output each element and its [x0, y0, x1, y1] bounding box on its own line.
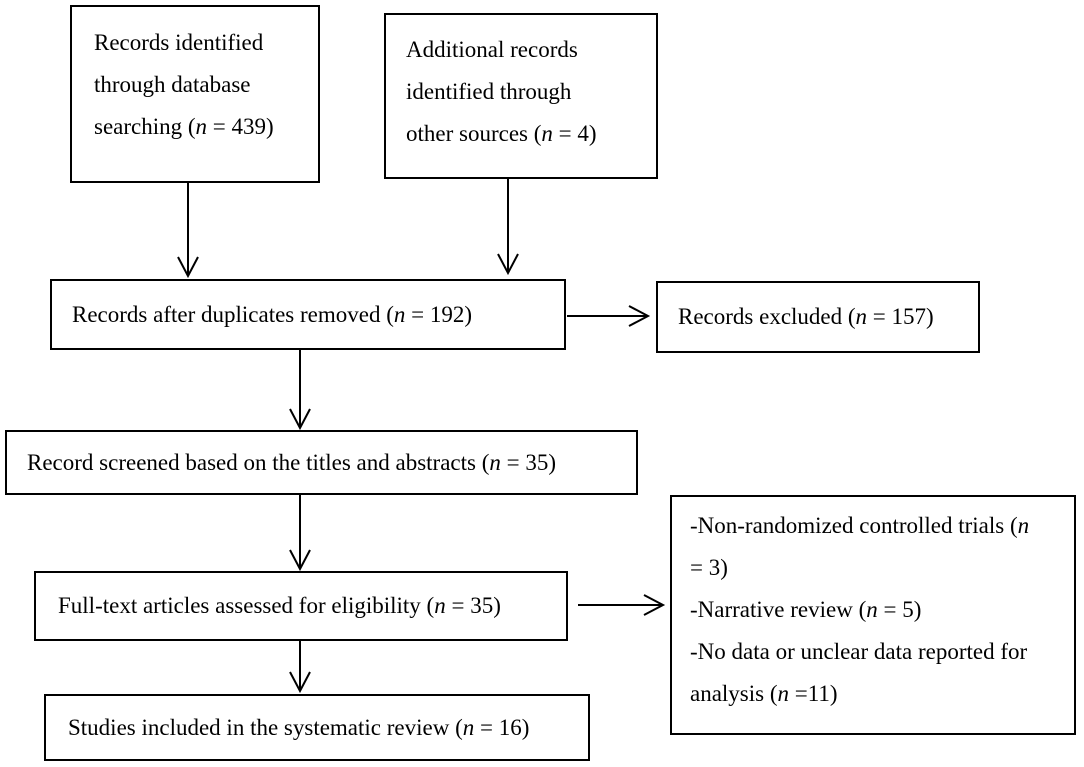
box-line: -Narrative review (n = 5) — [690, 597, 922, 622]
box-line: Record screened based on the titles and … — [27, 450, 557, 475]
box-line: Additional records — [406, 37, 578, 62]
box-line: -No data or unclear data reported for — [690, 639, 1028, 664]
arrow-fulltext-to-included — [289, 640, 311, 694]
box-line: Records excluded (n = 157) — [678, 304, 934, 329]
box-line: Studies included in the systematic revie… — [68, 715, 530, 740]
box-line: through database — [94, 72, 251, 97]
box-line: identified through — [406, 79, 572, 104]
arrow-duplicates-to-screened — [289, 350, 311, 431]
box-records-screened: Record screened based on the titles and … — [5, 430, 638, 495]
box-studies-included: Studies included in the systematic revie… — [44, 694, 590, 761]
arrow-db-to-duplicates — [177, 180, 199, 279]
box-records-excluded: Records excluded (n = 157) — [656, 281, 980, 353]
box-line: -Non-randomized controlled trials (n — [690, 513, 1030, 538]
arrow-other-to-duplicates — [497, 178, 519, 276]
box-line: = 3) — [690, 555, 728, 580]
box-additional-records: Additional records identified through ot… — [384, 13, 658, 179]
box-line: Records identified — [94, 30, 264, 55]
box-line: analysis (n =11) — [690, 681, 838, 706]
box-after-duplicates: Records after duplicates removed (n = 19… — [50, 279, 566, 350]
arrow-duplicates-to-excluded — [567, 305, 651, 327]
box-exclusion-reasons: -Non-randomized controlled trials (n = 3… — [670, 495, 1076, 735]
box-line: Full-text articles assessed for eligibil… — [58, 593, 501, 618]
box-line: searching (n = 439) — [94, 114, 274, 139]
box-full-text-assessed: Full-text articles assessed for eligibil… — [34, 571, 568, 641]
arrow-fulltext-to-exclusions — [578, 594, 666, 616]
box-records-identified-database: Records identified through database sear… — [70, 5, 320, 183]
box-line: Records after duplicates removed (n = 19… — [72, 302, 473, 327]
arrow-screened-to-fulltext — [289, 495, 311, 572]
box-line: other sources (n = 4) — [406, 121, 597, 146]
